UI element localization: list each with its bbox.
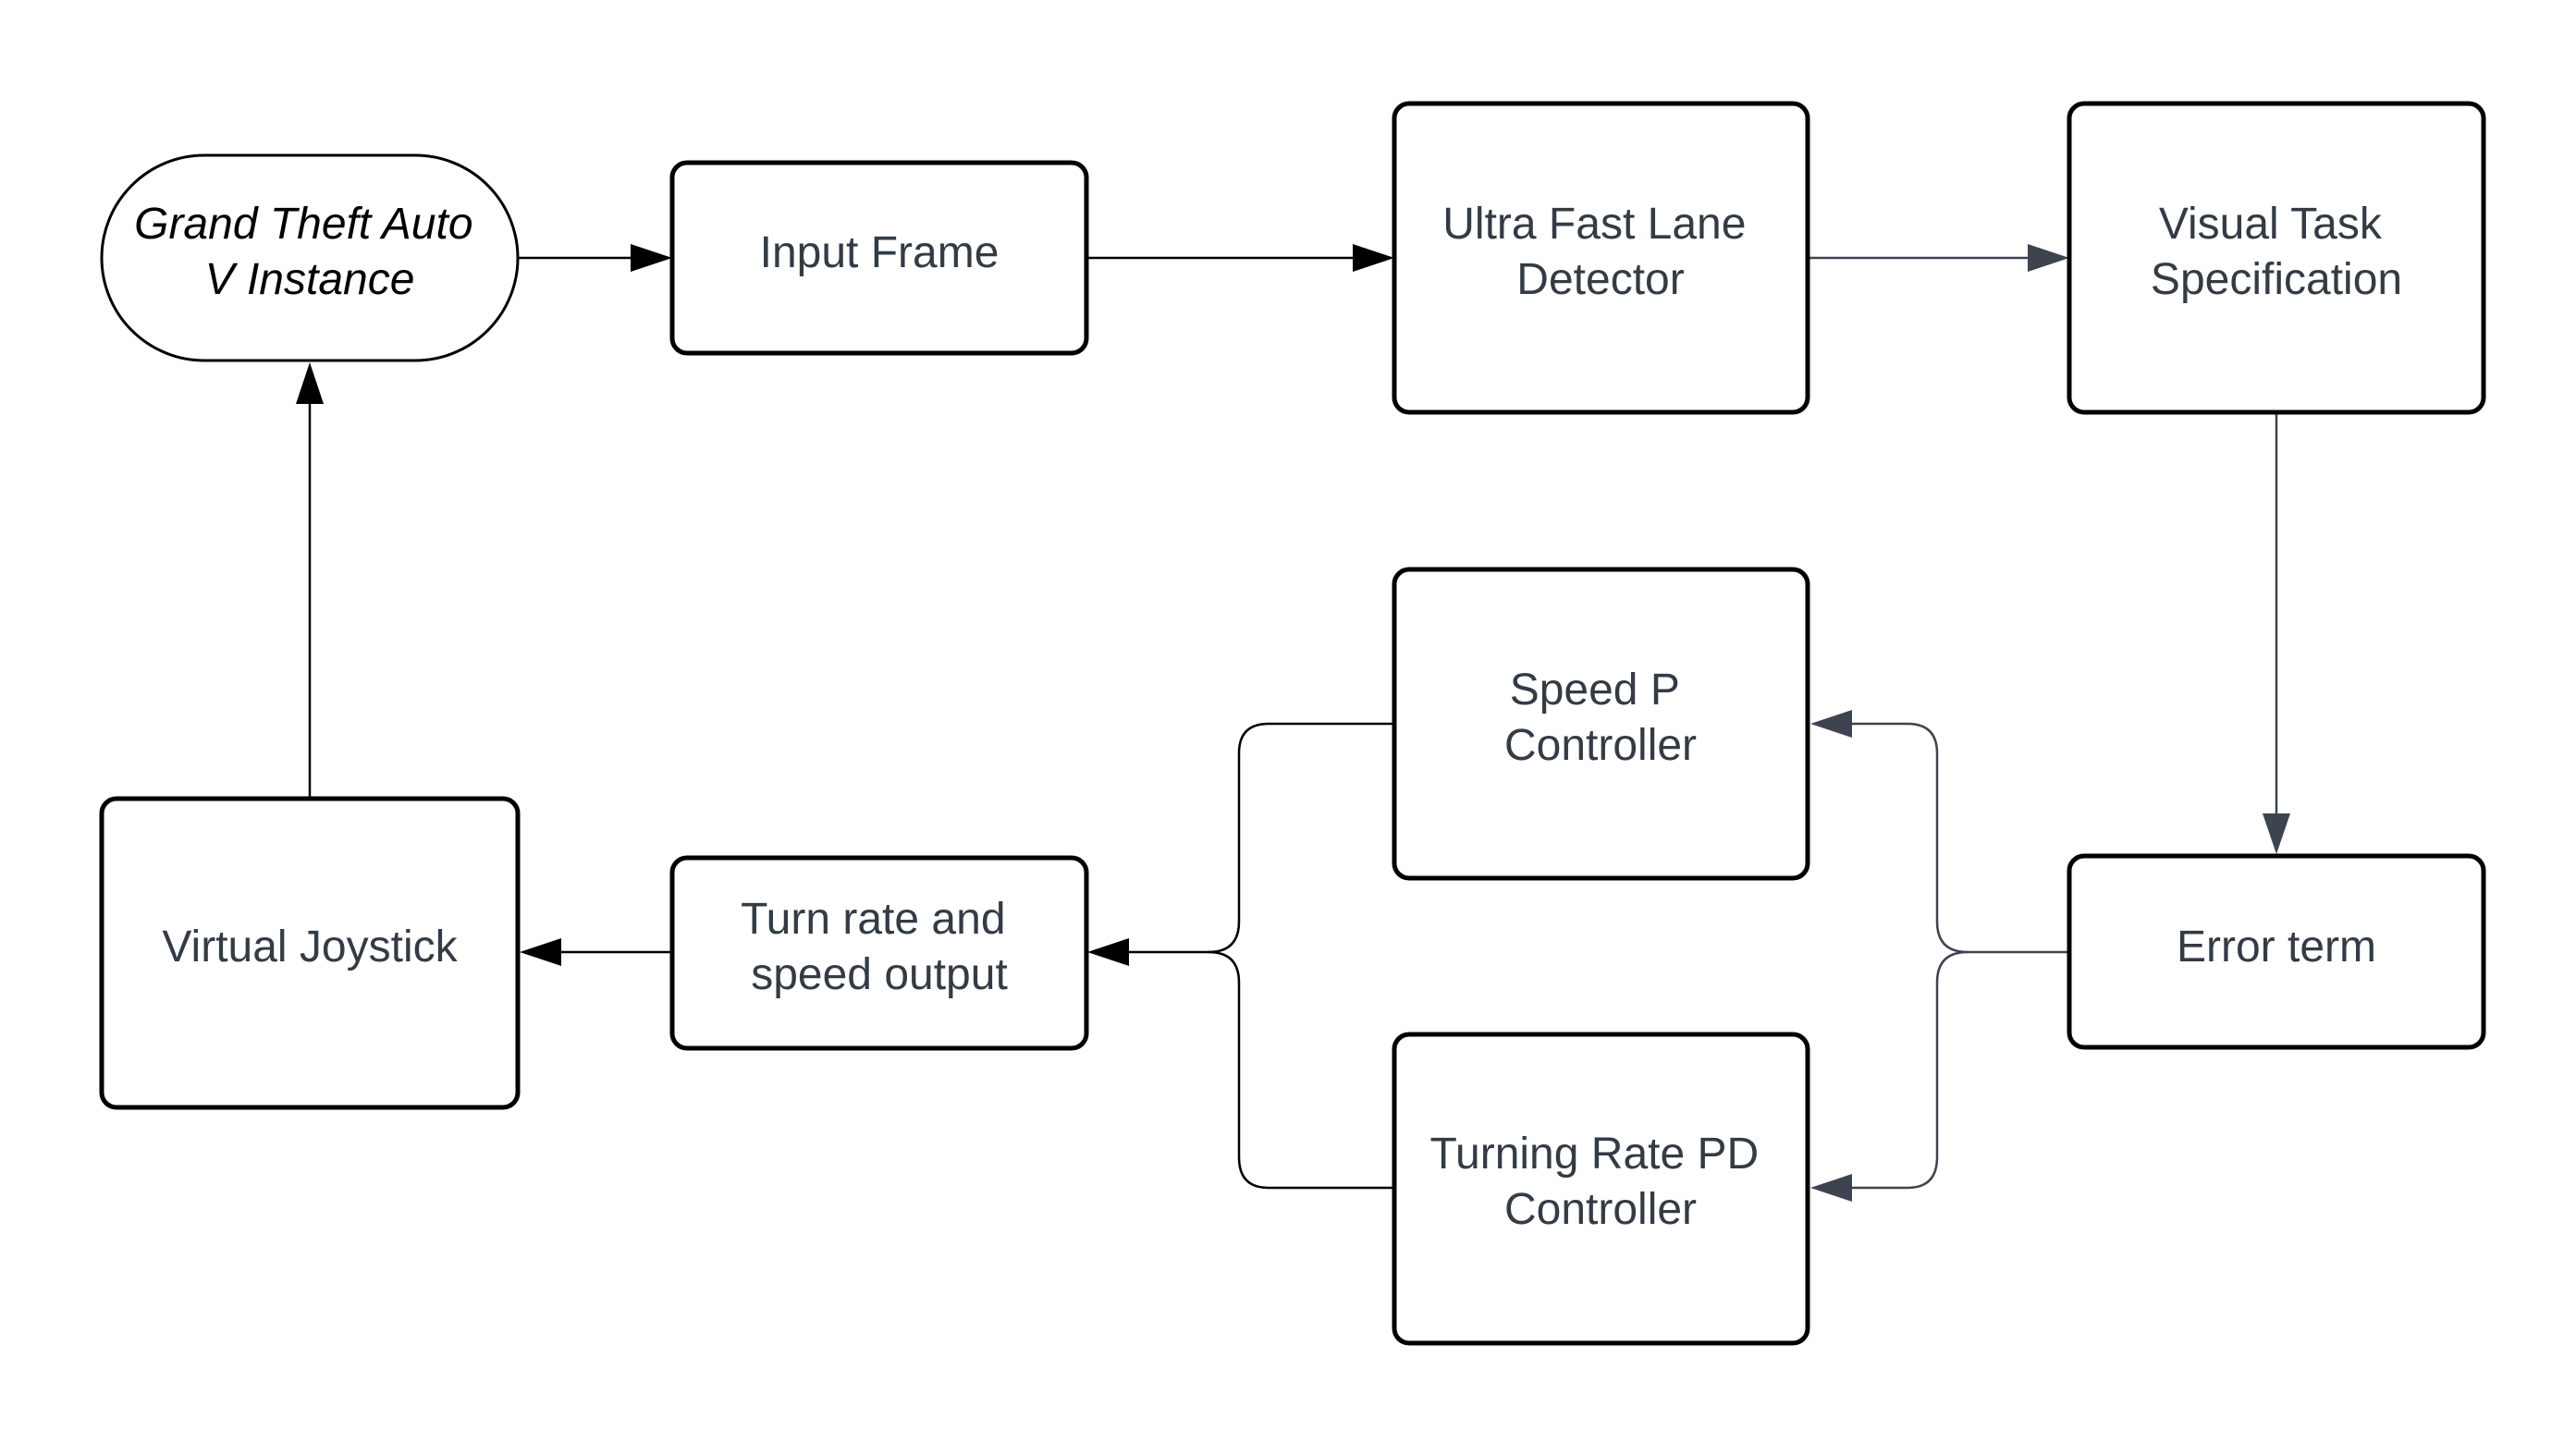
node-input-frame: Input Frame	[669, 160, 1089, 356]
turning-pd-line-1: Turning Rate PD	[1429, 1130, 1759, 1179]
svg-text:Speed P Controller: Speed P Controller	[1504, 666, 1697, 770]
visual-task-line-1: Visual Task	[2159, 200, 2383, 249]
node-error-term: Error term	[2067, 853, 2486, 1050]
svg-text:Error term: Error term	[2177, 923, 2376, 972]
edge-visual-task-to-error-term	[2263, 414, 2290, 854]
gta-line-1: Grand Theft Auto	[134, 200, 472, 249]
svg-text:Turn rate and speed outp: Turn rate and speed output	[741, 895, 1018, 999]
output-line-2: speed output	[751, 950, 1008, 999]
node-gta-instance: Grand Theft Auto V Instance	[100, 153, 520, 362]
gta-line-2: V Instance	[205, 255, 415, 304]
svg-text:Visual Task Specificatio: Visual Task Specification	[2151, 200, 2402, 304]
lane-detector-line-1: Ultra Fast Lane	[1442, 200, 1746, 249]
svg-text:Grand Theft Auto V Insta: Grand Theft Auto V Instance	[134, 200, 485, 304]
node-turn-rate-speed-output: Turn rate and speed output	[669, 855, 1089, 1051]
svg-text:Ultra Fast Lane Detector: Ultra Fast Lane Detector	[1442, 200, 1759, 304]
speed-p-line-1: Speed P	[1510, 666, 1679, 715]
edge-joystick-to-gta	[296, 362, 324, 797]
node-speed-p-controller: Speed P Controller	[1392, 567, 1810, 881]
edge-gta-to-input-frame	[518, 244, 672, 272]
node-lane-detector: Ultra Fast Lane Detector	[1392, 101, 1810, 415]
edge-input-frame-to-lane-detector	[1086, 244, 1394, 272]
turning-pd-line-2: Controller	[1504, 1185, 1697, 1234]
node-virtual-joystick: Virtual Joystick	[99, 796, 521, 1110]
svg-text:Turning Rate PD Controll: Turning Rate PD Controller	[1429, 1130, 1771, 1234]
svg-text:Virtual Joystick: Virtual Joystick	[162, 923, 458, 972]
output-line-1: Turn rate and	[741, 895, 1005, 944]
node-visual-task-spec: Visual Task Specification	[2067, 101, 2486, 415]
virtual-joystick-label: Virtual Joystick	[162, 923, 458, 972]
edge-output-to-joystick	[520, 938, 672, 966]
edge-controllers-to-output	[1087, 722, 1394, 1190]
visual-task-line-2: Specification	[2151, 255, 2402, 304]
edge-lane-detector-to-visual-task	[1808, 244, 2069, 272]
input-frame-label: Input Frame	[760, 228, 1000, 277]
node-turning-rate-pd-controller: Turning Rate PD Controller	[1392, 1032, 1810, 1346]
error-term-label: Error term	[2177, 923, 2376, 972]
speed-p-line-2: Controller	[1504, 721, 1697, 770]
connectors	[296, 244, 2290, 1202]
lane-detector-line-2: Detector	[1516, 255, 1684, 304]
edge-error-term-to-controllers	[1810, 710, 2068, 1202]
svg-text:Input Frame: Input Frame	[760, 228, 1000, 277]
